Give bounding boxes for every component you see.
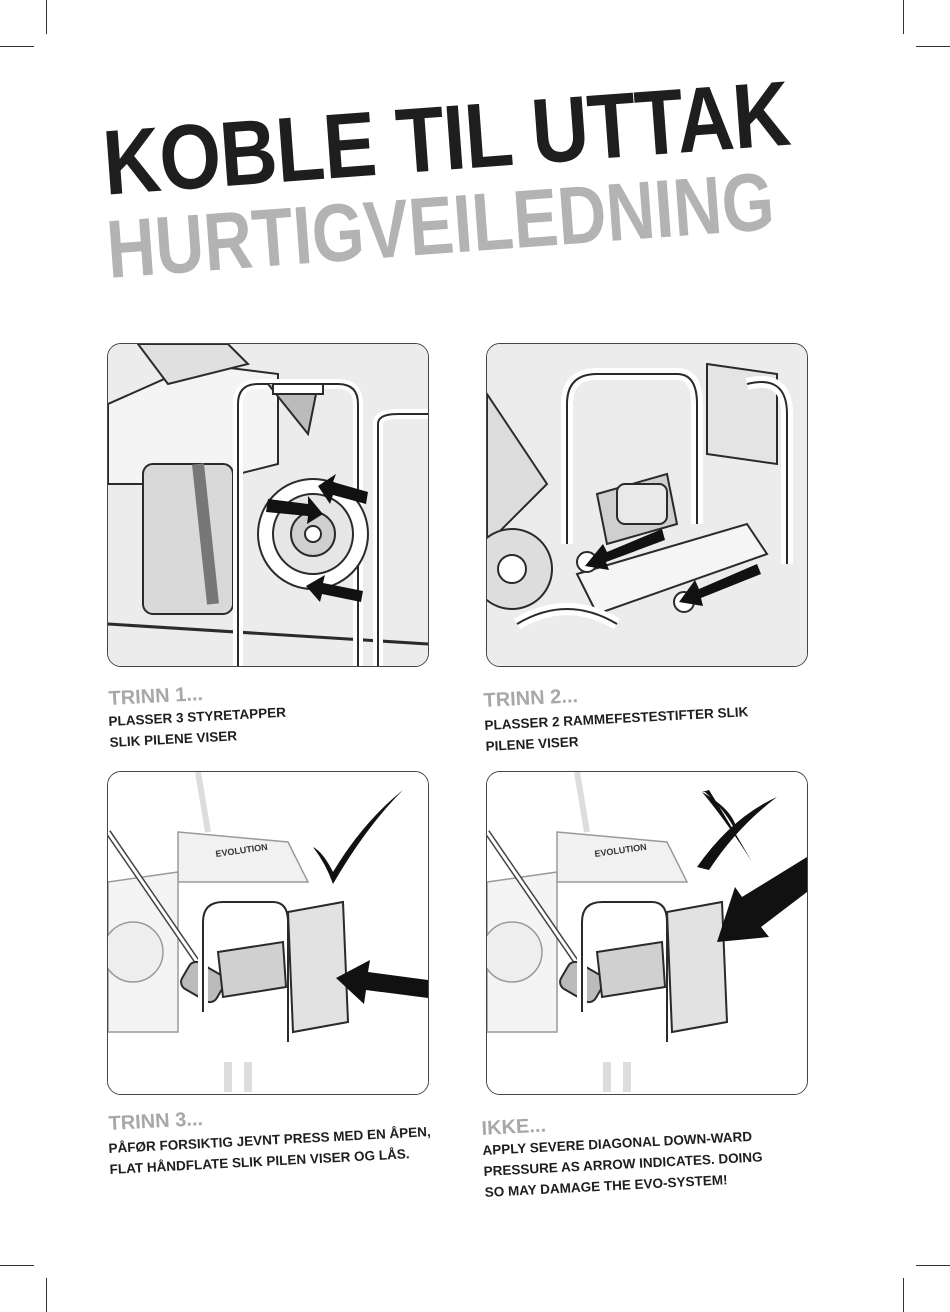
step-1-illustration [107, 343, 429, 667]
step-2-label: TRINN 2... [483, 685, 579, 712]
step-3-illustration: EVOLUTION [107, 771, 429, 1095]
crop-mark [0, 1265, 34, 1266]
crop-mark [916, 1265, 950, 1266]
crop-mark [0, 46, 34, 47]
step-1-text: PLASSER 3 STYRETAPPER SLIK PILENE VISER [108, 704, 287, 750]
step-2-illustration [486, 343, 808, 667]
ikke-illustration: EVOLUTION [486, 771, 808, 1095]
ikke-text: APPLY SEVERE DIAGONAL DOWN-WARD PRESSURE… [482, 1128, 763, 1200]
checkmark-icon [313, 790, 403, 884]
crop-mark [903, 0, 904, 34]
cross-icon [697, 790, 777, 870]
crop-mark [903, 1278, 904, 1312]
crop-mark [46, 1278, 47, 1312]
crop-mark [916, 46, 950, 47]
step-3-label: TRINN 3... [108, 1108, 204, 1135]
crop-mark [46, 0, 47, 34]
